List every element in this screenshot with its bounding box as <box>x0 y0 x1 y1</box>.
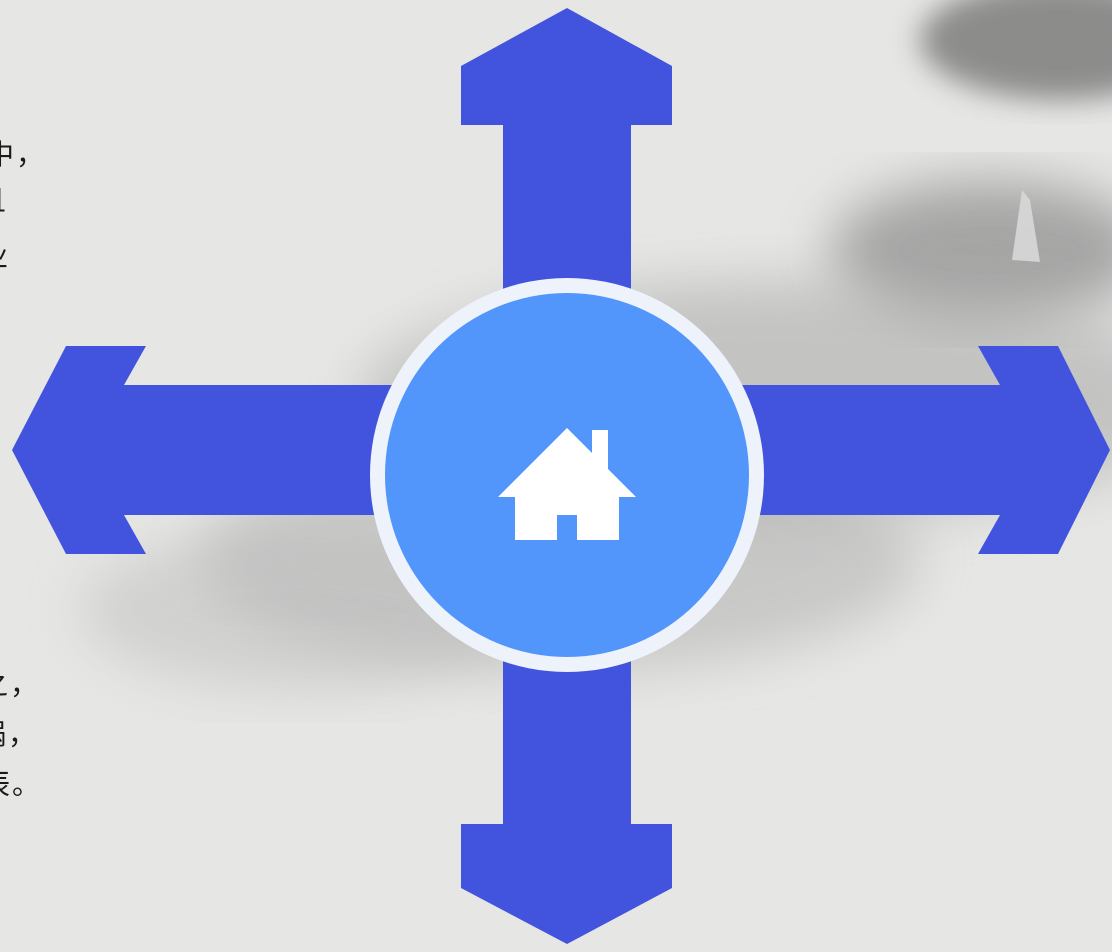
arrow-up <box>461 8 672 310</box>
arrow-left <box>12 346 400 554</box>
arrow-right <box>738 346 1110 554</box>
arrow-down <box>461 650 672 944</box>
